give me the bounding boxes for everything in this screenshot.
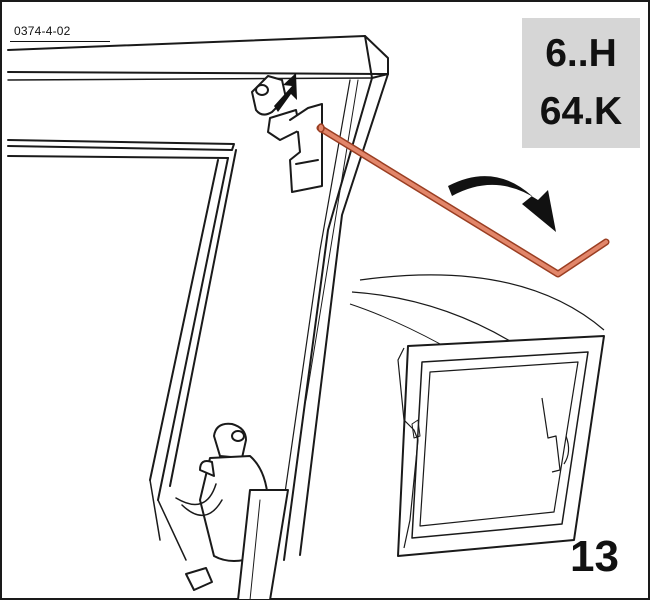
model-code-line-1: 6..H	[545, 32, 617, 75]
casing-right-groove-2	[305, 79, 359, 401]
inset-swing-arc-outer	[359, 274, 605, 331]
left-vertical-outer	[157, 157, 229, 501]
lower-hinge-boss	[213, 422, 247, 459]
left-vertical-inner	[149, 159, 219, 481]
upper-bracket-clip-detail	[295, 159, 319, 165]
frame-top-corner	[364, 35, 389, 79]
lower-hinge-cap	[199, 460, 215, 477]
inset-panel-glass	[419, 361, 579, 527]
frame-top-flange	[7, 35, 389, 75]
casing-right-inner	[283, 77, 373, 561]
left-vertical-edge	[169, 149, 237, 487]
model-code-box: 6..H 64.K	[522, 18, 640, 148]
lower-hinge-foot	[185, 567, 213, 591]
reference-underline	[10, 41, 110, 42]
inset-bracket-left	[397, 347, 419, 549]
hex-key	[316, 123, 610, 278]
lower-rail-inner	[249, 499, 261, 600]
curved-arrow-clockwise-icon	[448, 176, 556, 232]
inset-bracket-right	[541, 397, 570, 473]
lower-diagonal-2	[157, 499, 187, 561]
left-bar-upper	[7, 139, 235, 151]
figure-reference-code: 0374-4-02	[14, 24, 71, 38]
inset-panel-inner	[411, 351, 589, 539]
arrow-right-icon	[274, 73, 297, 112]
frame-top-inner-edge	[7, 77, 373, 81]
inset-panel-drawing	[349, 274, 605, 557]
step-number: 13	[570, 532, 619, 581]
lower-rail	[237, 489, 289, 600]
lower-diagonal	[149, 479, 161, 541]
casing-right-outer	[299, 73, 389, 556]
inset-panel-outer	[397, 335, 605, 557]
left-bar-lower	[7, 155, 229, 159]
lower-hinge-pin	[231, 430, 245, 442]
lower-hinge-hook	[175, 483, 223, 516]
upper-bracket-hole	[255, 84, 269, 96]
inset-clip-left	[411, 419, 421, 439]
model-code-line-2: 64.K	[539, 90, 623, 133]
upper-bracket-body	[251, 75, 287, 116]
upper-bracket-clip	[289, 103, 323, 193]
